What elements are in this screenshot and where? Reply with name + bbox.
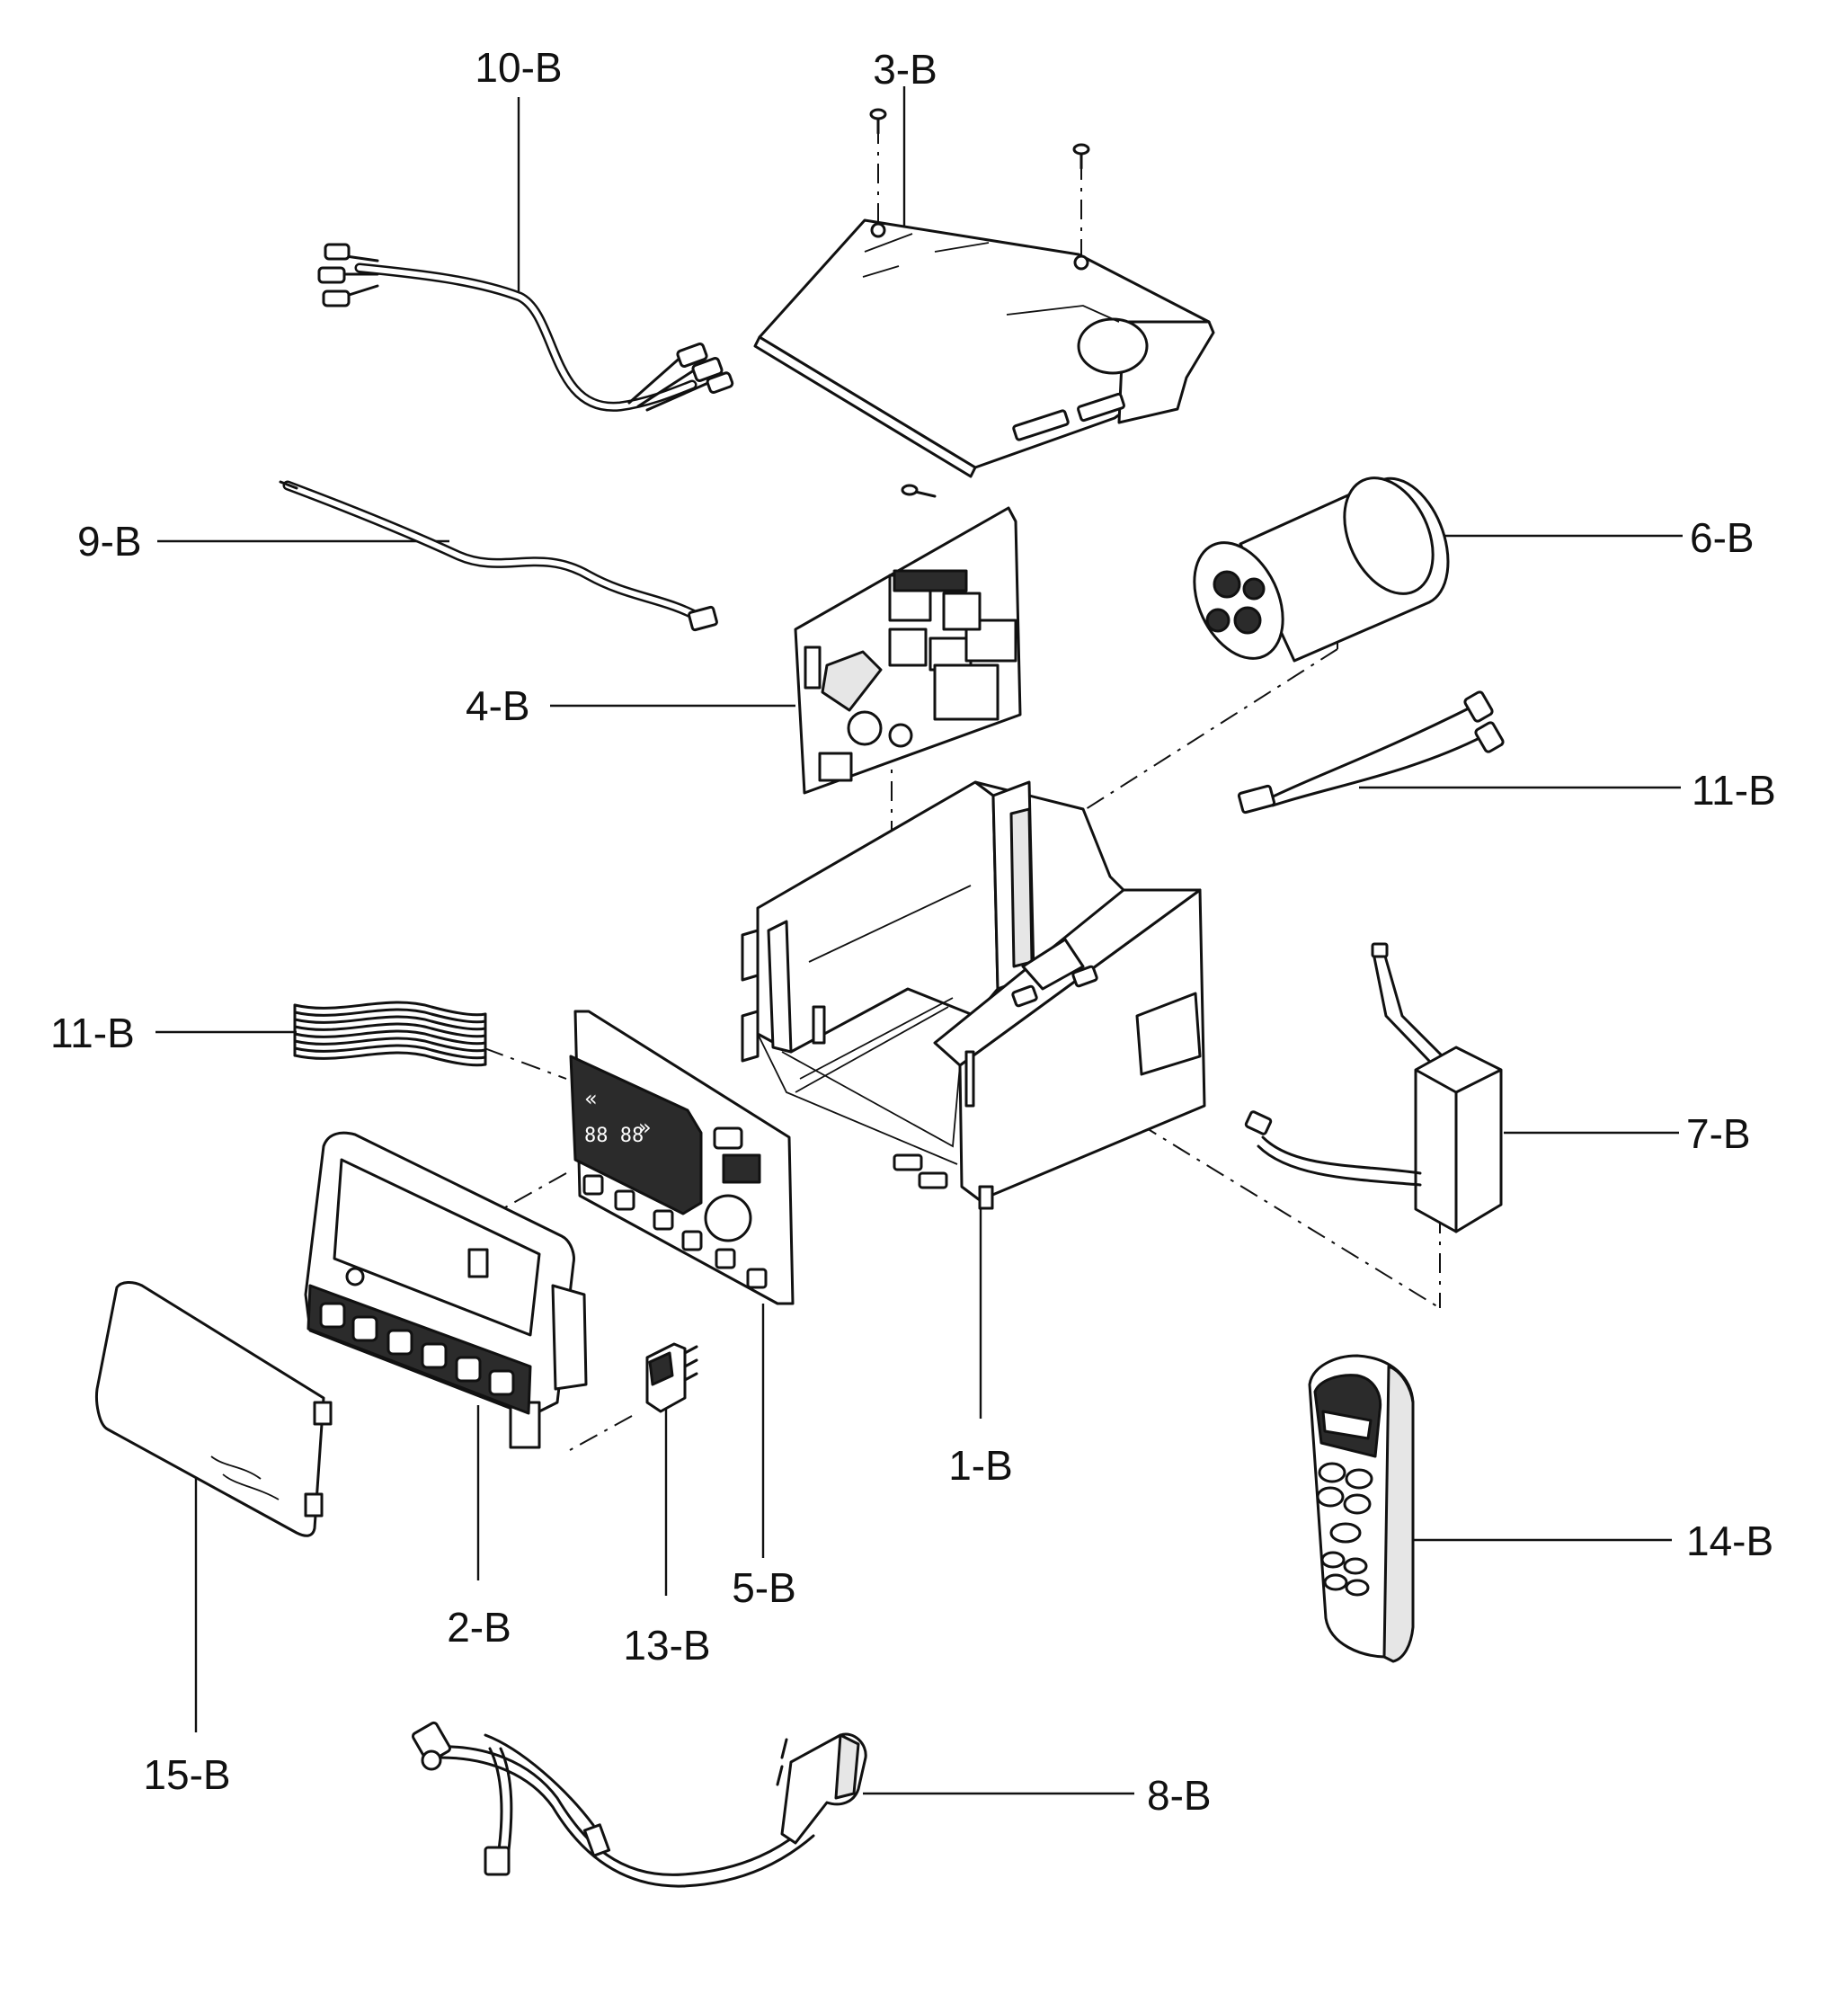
part-label-12: 11-B	[1692, 767, 1776, 814]
svg-text:88 88: 88 88	[584, 1125, 644, 1147]
control-box-housing-drawing	[741, 780, 1206, 1210]
sensor-wire-drawing	[279, 480, 718, 632]
ribbon-cable-drawing	[293, 1001, 487, 1067]
part-label-14: 14-B	[1686, 1518, 1773, 1564]
remote-control-drawing	[1308, 1354, 1415, 1663]
svg-text:«: «	[584, 1086, 598, 1111]
part-label-6: 6-B	[1690, 514, 1755, 561]
part-label-13: 13-B	[623, 1622, 710, 1669]
capacitor-wire-drawing	[1237, 690, 1505, 815]
part-label-7: 7-B	[1686, 1110, 1751, 1157]
part-label-2: 2-B	[447, 1604, 511, 1651]
control-panel-frame-drawing	[304, 1131, 588, 1449]
part-label-8: 8-B	[1147, 1772, 1212, 1819]
part-label-4: 4-B	[466, 682, 530, 729]
part-labels: 10-B 3-B 9-B 6-B 4-B 11-B 11-B 7-B 1-B 1…	[50, 44, 1776, 1819]
wire-harness-drawing	[317, 243, 734, 412]
part-label-15: 15-B	[143, 1751, 230, 1798]
transformer-drawing	[1244, 942, 1503, 1233]
main-pcb-drawing	[794, 484, 1022, 795]
part-label-1: 1-B	[948, 1442, 1013, 1489]
display-pcb-drawing: « » 88 88	[569, 1010, 795, 1305]
part-label-9: 9-B	[77, 518, 142, 565]
svg-text:»: »	[638, 1115, 652, 1140]
power-cord-drawing	[411, 1721, 867, 1888]
front-door-cover-drawing	[95, 1281, 333, 1537]
part-label-10: 10-B	[475, 44, 562, 91]
capacitor-drawing	[1193, 476, 1450, 663]
rocker-switch-drawing	[645, 1342, 698, 1413]
part-label-3: 3-B	[873, 46, 937, 93]
control-box-cover-drawing	[753, 108, 1215, 478]
part-label-5: 5-B	[732, 1564, 796, 1611]
part-label-11: 11-B	[50, 1010, 135, 1056]
leader-lines	[155, 86, 1683, 1795]
